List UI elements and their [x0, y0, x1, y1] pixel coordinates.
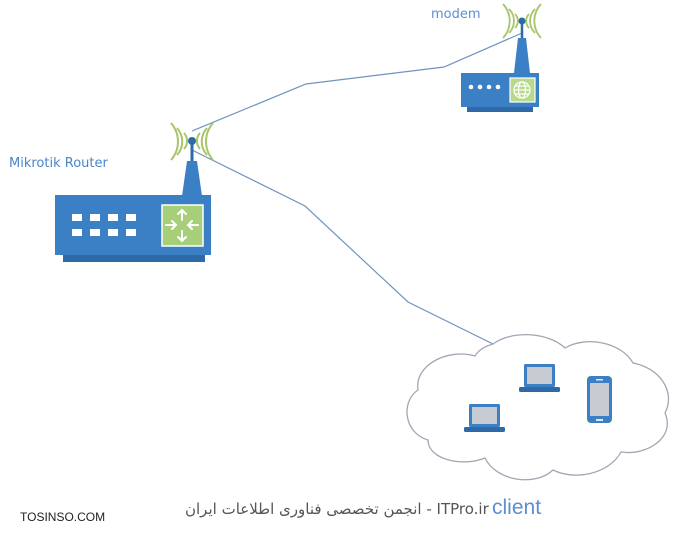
client-label: client: [492, 496, 542, 519]
smartphone-icon: [587, 376, 612, 423]
modem-icon: [461, 3, 542, 112]
link-router-modem: [191, 32, 523, 132]
link-router-client: [191, 149, 494, 345]
globe-icon: [513, 81, 531, 99]
router-arrows-icon: [165, 208, 199, 243]
laptop-icon: [519, 364, 560, 392]
router-wifi-arcs: [170, 122, 214, 161]
laptop-icon: [464, 404, 505, 432]
cloud-icon: [406, 334, 670, 481]
watermark-left: TOSINSO.COM: [20, 510, 106, 524]
router-icon: [55, 122, 214, 262]
router-label: Mikrotik Router: [9, 156, 108, 171]
watermark-center: ITPro.ir - انجمن تخصصی فناوری اطلاعات ای…: [185, 500, 489, 518]
modem-wifi-arcs: [502, 3, 542, 39]
modem-label: modem: [431, 7, 481, 22]
